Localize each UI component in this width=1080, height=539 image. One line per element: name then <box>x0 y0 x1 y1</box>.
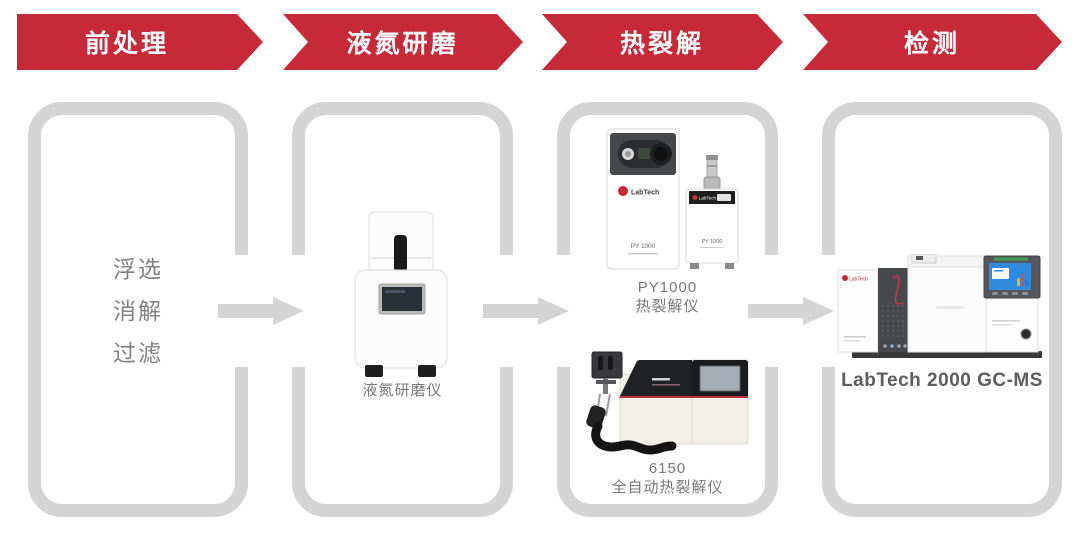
grinder-handle <box>394 235 407 272</box>
device-brand-text: LabTech <box>699 196 717 201</box>
grinder-caption: 液氮研磨仪 <box>362 382 443 399</box>
device-foot <box>725 263 734 269</box>
grinder-instrument-illustration <box>354 211 448 377</box>
device-brand-text: LabTech <box>849 277 868 283</box>
auto-pyrolyzer-6150-illustration <box>586 351 749 455</box>
banner-pretreatment: 前处理 <box>17 14 263 70</box>
auto-pyrolyzer-name: 全自动热裂解仪 <box>611 479 724 496</box>
device-screen <box>699 365 741 392</box>
panel-pyrolysis <box>557 102 778 517</box>
panel-detection <box>822 102 1062 517</box>
coiled-cable <box>591 421 677 455</box>
step-digestion: 消解 <box>113 298 163 324</box>
banner-pyrolysis-label: 热裂解 <box>619 30 704 58</box>
auto-pyrolyzer-caption: 6150 全自动热裂解仪 <box>557 459 778 497</box>
gcms-caption: LabTech 2000 GC-MS <box>841 370 1043 391</box>
gc-oven <box>907 255 987 353</box>
device-model-text: PY 1000 <box>701 239 722 245</box>
pretreatment-steps: 浮选 消解 过滤 <box>28 248 248 374</box>
py1000-probe-unit-illustration: LabTech PY 1000 <box>685 155 739 269</box>
injector-tray <box>911 254 937 264</box>
device-foot <box>690 263 699 269</box>
panel-pretreatment <box>28 102 248 517</box>
banner-pretreatment-label: 前处理 <box>84 30 169 58</box>
grinder-foot <box>418 365 436 377</box>
banner-detection: 检测 <box>803 14 1062 70</box>
step-flotation: 浮选 <box>113 256 163 282</box>
step-filtration: 过滤 <box>113 340 163 366</box>
pyrolyzer-model: PY1000 <box>637 279 698 296</box>
py1000-tower-illustration: LabTech PY 1000 <box>606 128 680 270</box>
pyrolyzer-name: 热裂解仪 <box>635 298 700 315</box>
auto-pyrolyzer-model: 6150 <box>648 460 687 477</box>
vent-port <box>1020 328 1032 340</box>
device-brand-text: LabTech <box>631 190 659 197</box>
banner-liquid-nitrogen-grinding: 液氮研磨 <box>283 14 523 70</box>
banner-grinding-label: 液氮研磨 <box>346 30 459 58</box>
gcms-instrument-illustration: LabTech LabTech <box>837 254 1042 358</box>
labtech-logo-icon <box>842 275 848 281</box>
labtech-logo-icon <box>618 186 628 196</box>
pyrolyzer-caption: PY1000 热裂解仪 <box>557 278 778 316</box>
grinder-foot <box>365 365 383 377</box>
labtech-logo-icon <box>692 195 698 200</box>
device-model-text: PY 1000 <box>631 243 656 250</box>
banner-pyrolysis: 热裂解 <box>542 14 783 70</box>
banner-detection-label: 检测 <box>903 30 960 58</box>
probe-mount <box>591 351 623 379</box>
